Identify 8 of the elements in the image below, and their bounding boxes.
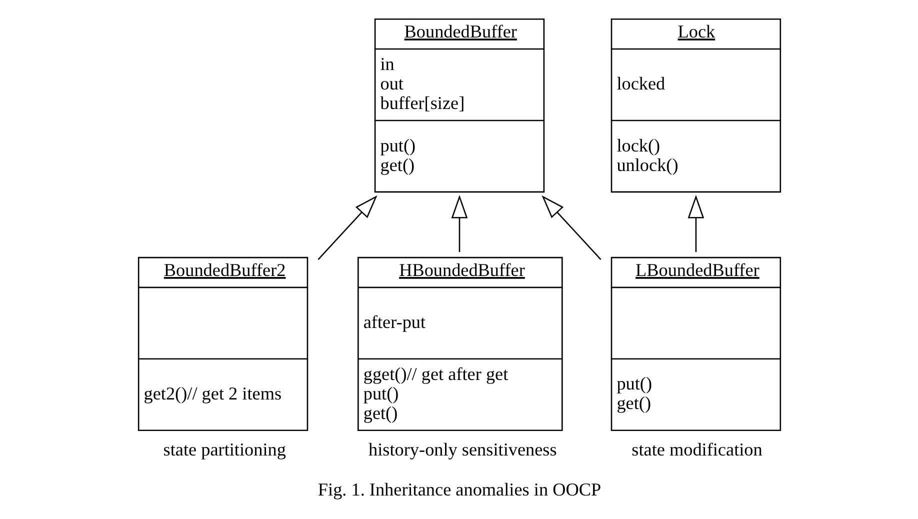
node-label: state modification bbox=[631, 439, 762, 460]
arrow bbox=[450, 194, 468, 252]
caption: Fig. 1. Inheritance anomalies in OOCP bbox=[317, 480, 601, 500]
arrow bbox=[541, 195, 601, 260]
arrow bbox=[317, 195, 377, 260]
node-label: state partitioning bbox=[162, 439, 286, 460]
node-label: history-only sensitiveness bbox=[368, 439, 556, 460]
arrow bbox=[687, 194, 704, 252]
